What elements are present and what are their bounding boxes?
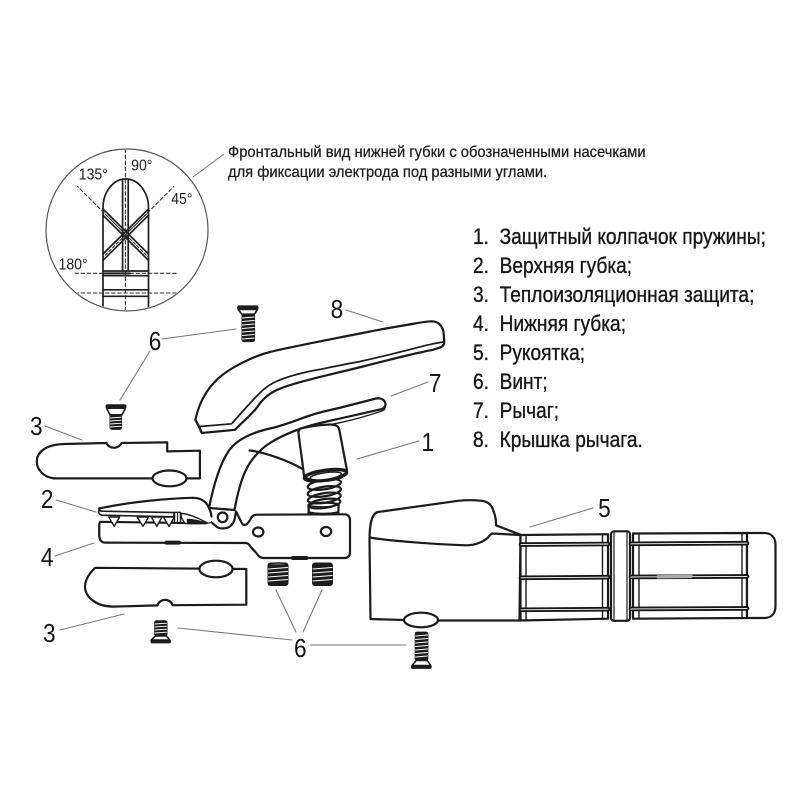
svg-text:45°: 45° bbox=[171, 190, 192, 208]
svg-text:1: 1 bbox=[422, 429, 435, 458]
svg-text:4: 4 bbox=[41, 544, 54, 573]
svg-text:3: 3 bbox=[43, 620, 56, 649]
svg-text:2: 2 bbox=[41, 486, 54, 515]
svg-text:3: 3 bbox=[30, 413, 43, 442]
svg-text:90°: 90° bbox=[131, 157, 152, 175]
svg-text:8: 8 bbox=[331, 296, 344, 325]
svg-text:7: 7 bbox=[429, 370, 442, 399]
svg-text:6: 6 bbox=[294, 635, 307, 664]
svg-text:5: 5 bbox=[598, 495, 611, 524]
svg-text:135°: 135° bbox=[79, 166, 108, 184]
svg-text:6: 6 bbox=[149, 328, 162, 357]
svg-text:180°: 180° bbox=[59, 256, 88, 274]
